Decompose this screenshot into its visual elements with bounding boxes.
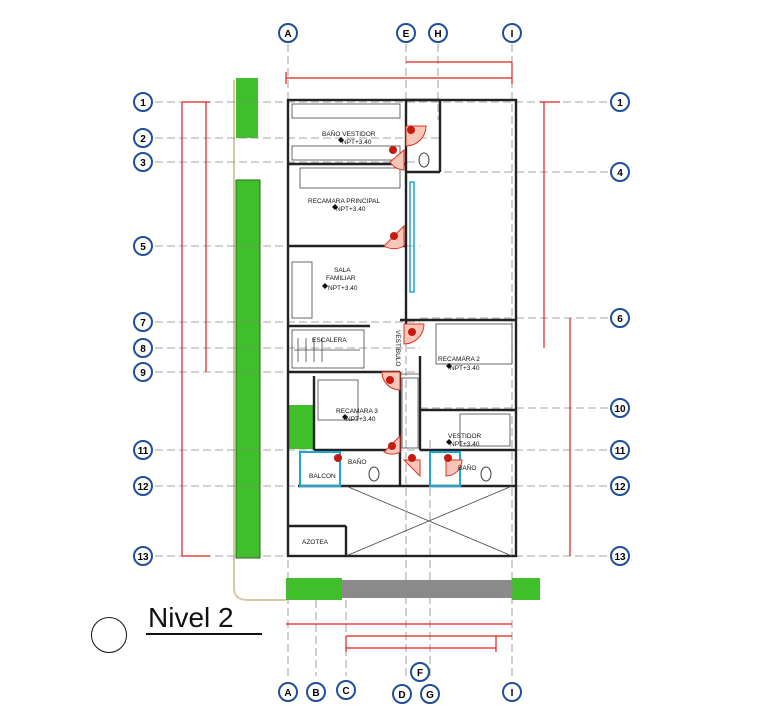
room-name-escalera: ESCALERA bbox=[312, 337, 347, 344]
grid-label-left-3: 3 bbox=[140, 158, 146, 169]
grid-label-bottom-7: F bbox=[417, 668, 423, 679]
grid-label-left-1: 1 bbox=[140, 98, 146, 109]
grid-label-right-7: 13 bbox=[614, 552, 626, 563]
grid-label-bottom-5: G bbox=[426, 690, 434, 701]
room-name-sala-line2: FAMILIAR bbox=[326, 275, 356, 282]
grid-label-bottom-1: A bbox=[284, 688, 291, 699]
grid-label-bottom-4: D bbox=[398, 690, 405, 701]
dimension-lines bbox=[181, 61, 571, 652]
walls bbox=[286, 98, 518, 558]
grid-bubbles-left: 1 2 3 5 7 8 9 11 12 13 bbox=[133, 92, 153, 566]
title-symbol bbox=[91, 617, 127, 653]
room-name-vestibulo: VESTIBULO bbox=[394, 330, 401, 366]
grid-label-right-3: 6 bbox=[617, 314, 623, 325]
title-underline bbox=[146, 633, 262, 635]
room-name-recamara2: RECAMARA 2 bbox=[438, 356, 480, 363]
grid-label-bottom-2: B bbox=[312, 688, 319, 699]
grid-label-right-4: 10 bbox=[614, 404, 626, 415]
toilet-icons bbox=[368, 152, 492, 482]
room-name-recamara3: RECAMARA 3 bbox=[336, 408, 378, 415]
garden-left bbox=[235, 78, 540, 600]
level-markers bbox=[322, 137, 452, 445]
room-name-azotea: AZOTEA bbox=[302, 539, 329, 546]
door-swings bbox=[381, 125, 463, 478]
grid-label-right-2: 4 bbox=[617, 168, 623, 179]
grid-label-top-2: E bbox=[403, 29, 410, 40]
room-labels: BAÑO VESTIDOR NPT+3.40 RECAMARA PRINCIPA… bbox=[302, 129, 482, 546]
grid-label-left-10: 13 bbox=[137, 552, 149, 563]
room-level-bano-vestidor: NPT+3.40 bbox=[342, 139, 372, 146]
room-name-balcon: BALCON bbox=[309, 473, 336, 480]
room-level-sala: NPT+3.40 bbox=[328, 285, 358, 292]
room-level-recamara-principal: NPT+3.40 bbox=[336, 206, 366, 213]
grid-label-left-2: 2 bbox=[140, 134, 146, 145]
door-tags bbox=[334, 126, 452, 462]
room-name-recamara-principal: RECAMARA PRINCIPAL bbox=[308, 198, 381, 205]
grid-label-bottom-6: I bbox=[511, 688, 514, 699]
room-name-bano-left: BAÑO bbox=[348, 457, 366, 466]
room-level-vestidor: NPT+3.40 bbox=[450, 441, 480, 448]
grid-label-left-6: 8 bbox=[140, 344, 146, 355]
grid-label-top-4: I bbox=[511, 29, 514, 40]
grid-label-right-1: 1 bbox=[617, 98, 623, 109]
room-name-vestidor: VESTIDOR bbox=[448, 433, 482, 440]
grid-label-left-7: 9 bbox=[140, 368, 146, 379]
grid-label-left-4: 5 bbox=[140, 242, 146, 253]
grid-label-left-8: 11 bbox=[138, 446, 149, 457]
grid-label-right-6: 12 bbox=[614, 482, 626, 493]
room-name-bano-right: BAÑO bbox=[458, 463, 476, 472]
room-name-bano-vestidor: BAÑO VESTIDOR bbox=[322, 129, 376, 138]
sidewalk-hatch bbox=[342, 580, 512, 598]
room-level-recamara2: NPT+3.40 bbox=[450, 365, 480, 372]
grid-label-top-3: H bbox=[434, 29, 441, 40]
grid-label-left-5: 7 bbox=[140, 318, 146, 329]
grid-bubbles-bottom: A B C D G I F bbox=[278, 662, 522, 704]
fixtures bbox=[291, 103, 513, 557]
grid-bubbles-top: A E H I bbox=[278, 23, 522, 43]
grid-bubbles-right: 1 4 6 10 11 12 13 bbox=[610, 92, 630, 566]
room-name-sala: SALA bbox=[334, 267, 351, 274]
grid-label-bottom-3: C bbox=[342, 686, 349, 697]
grid-label-right-5: 11 bbox=[615, 446, 626, 457]
grid-label-top-1: A bbox=[284, 29, 291, 40]
drawing-title: Nivel 2 bbox=[148, 602, 234, 633]
room-level-recamara3: NPT+3.40 bbox=[346, 416, 376, 423]
grid-label-left-9: 12 bbox=[137, 482, 149, 493]
